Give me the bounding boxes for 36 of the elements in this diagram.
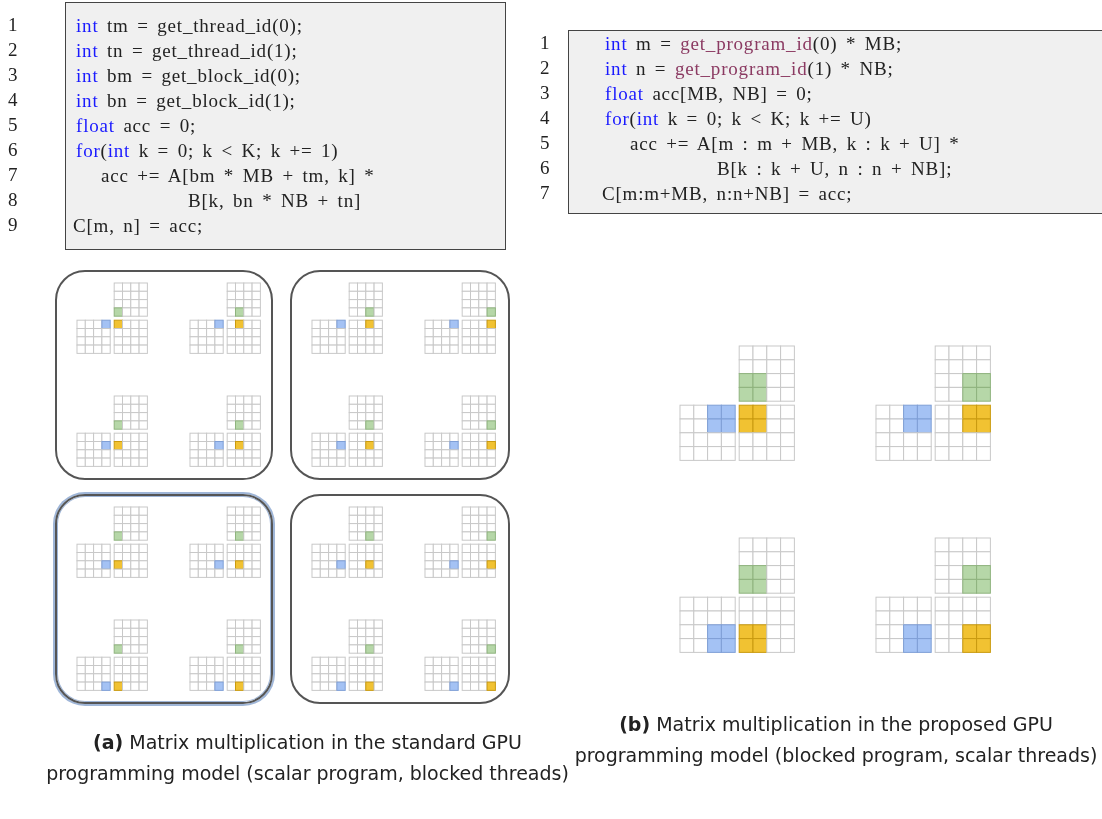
line-number: 3 bbox=[540, 81, 550, 105]
code-line: C[m:m+MB, n:n+NB] = acc; bbox=[602, 182, 853, 206]
line-number: 7 bbox=[8, 163, 18, 187]
code-line: int m = get_program_id(0) * MB; bbox=[605, 32, 902, 56]
line-number: 4 bbox=[540, 106, 550, 130]
line-number: 3 bbox=[8, 63, 18, 87]
line-number: 8 bbox=[8, 188, 18, 212]
code-line: B[k : k + U, n : n + NB]; bbox=[717, 157, 953, 181]
line-number: 5 bbox=[8, 113, 18, 137]
code-line: acc += A[bm * MB + tm, k] * bbox=[101, 164, 375, 188]
code-line: int n = get_program_id(1) * NB; bbox=[605, 57, 894, 81]
code-line: float acc[MB, NB] = 0; bbox=[605, 82, 813, 106]
code-listing-box bbox=[568, 30, 1102, 214]
line-number: 9 bbox=[8, 213, 18, 237]
line-number: 2 bbox=[540, 56, 550, 80]
line-number: 1 bbox=[8, 13, 18, 37]
line-number: 2 bbox=[8, 38, 18, 62]
code-line: float acc = 0; bbox=[76, 114, 197, 138]
code-line: acc += A[m : m + MB, k : k + U] * bbox=[630, 132, 960, 156]
code-line: for(int k = 0; k < K; k += 1) bbox=[76, 139, 339, 163]
code-line: int bn = get_block_id(1); bbox=[76, 89, 296, 113]
line-number: 6 bbox=[540, 156, 550, 180]
line-number: 4 bbox=[8, 88, 18, 112]
figure-caption: (a) Matrix multiplication in the standard GPU programming model (scalar program, blocked threads) bbox=[45, 730, 570, 786]
code-line: int bm = get_block_id(0); bbox=[76, 64, 301, 88]
code-line: C[m, n] = acc; bbox=[73, 214, 204, 238]
line-number: 1 bbox=[540, 31, 550, 55]
line-number: 5 bbox=[540, 131, 550, 155]
code-listing-box bbox=[65, 2, 506, 250]
code-line: B[k, bn * NB + tn] bbox=[188, 189, 362, 213]
figure-caption: (b) Matrix multiplication in the proposed GPU programming model (blocked program, scalar threads) bbox=[573, 712, 1099, 768]
line-number: 7 bbox=[540, 181, 550, 205]
code-line: for(int k = 0; k < K; k += U) bbox=[605, 107, 872, 131]
code-line: int tn = get_thread_id(1); bbox=[76, 39, 298, 63]
line-number: 6 bbox=[8, 138, 18, 162]
code-line: int tm = get_thread_id(0); bbox=[76, 14, 303, 38]
